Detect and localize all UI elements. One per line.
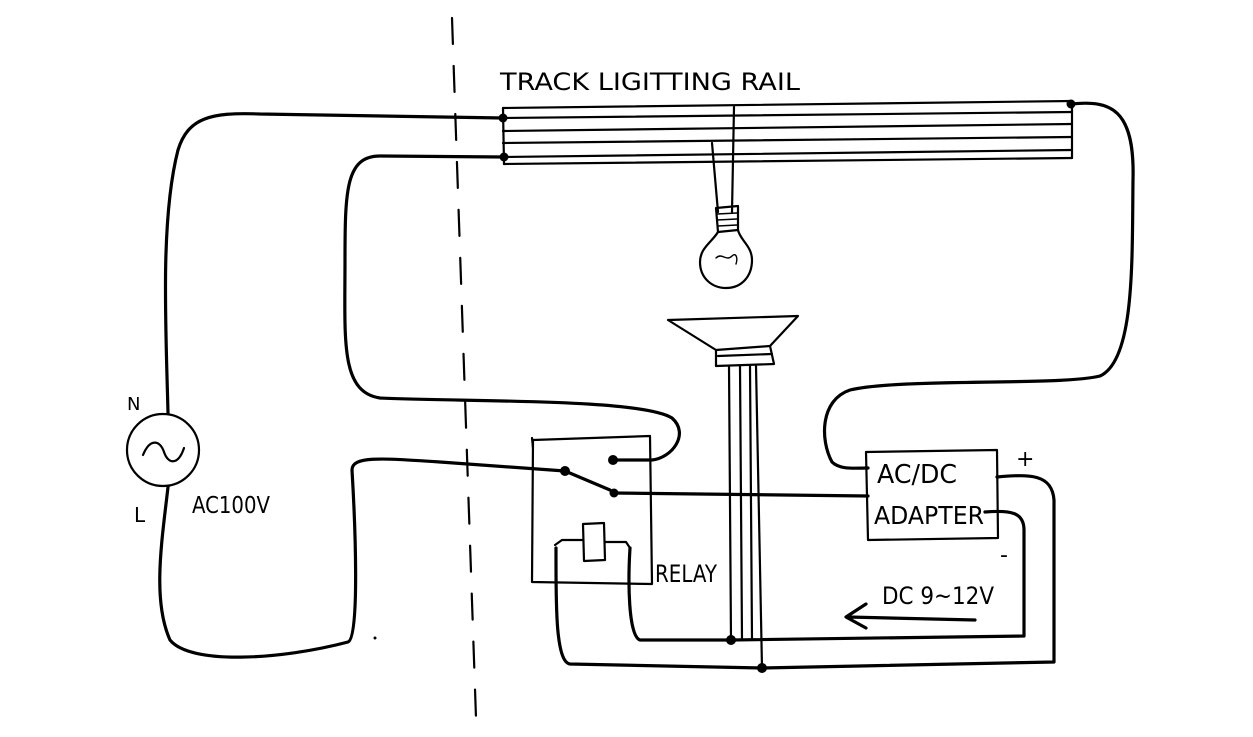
pendant-lamp bbox=[710, 105, 740, 234]
speaker-lead-left bbox=[727, 364, 733, 642]
speaker-icon bbox=[666, 314, 800, 368]
wire-rail-to-relay bbox=[343, 154, 681, 462]
adapter-plus-label: + bbox=[1016, 447, 1034, 472]
rail-label: TRACK LIGITTING RAIL bbox=[499, 68, 801, 96]
adapter-label-line1: AC/DC bbox=[877, 460, 957, 490]
track-lighting-rail bbox=[498, 99, 1076, 166]
relay-coil bbox=[581, 521, 607, 563]
ac-dc-adapter-box bbox=[864, 448, 1000, 542]
source-l-label: L bbox=[134, 503, 146, 527]
speaker-junction-negative bbox=[726, 635, 736, 645]
light-bulb-icon bbox=[698, 228, 754, 290]
dc-direction-arrow bbox=[844, 602, 977, 630]
wire-dc-negative bbox=[627, 509, 1026, 642]
dc-voltage-label: DC 9~12V bbox=[882, 582, 995, 610]
relay-no-contact bbox=[608, 455, 618, 465]
adapter-label-line2: ADAPTER bbox=[874, 501, 984, 530]
relay-box bbox=[530, 434, 654, 586]
adapter-minus-label: - bbox=[1000, 543, 1008, 568]
source-voltage-label: AC100V bbox=[192, 493, 270, 519]
wire-rail-to-adapter bbox=[822, 101, 1135, 470]
speaker-junction-positive bbox=[757, 663, 767, 673]
ac-source-icon bbox=[125, 412, 201, 488]
wire-line-to-relay bbox=[158, 457, 567, 659]
wire-relay-to-adapter bbox=[612, 491, 870, 498]
relay-label: RELAY bbox=[655, 560, 717, 588]
relay-switch-arm bbox=[563, 469, 612, 492]
wire-neutral-to-rail bbox=[163, 112, 505, 415]
boundary-dashed-line bbox=[450, 16, 478, 720]
speaker-lead-right bbox=[754, 364, 764, 670]
source-n-label: N bbox=[127, 394, 140, 415]
wire-dc-positive bbox=[554, 474, 1056, 670]
